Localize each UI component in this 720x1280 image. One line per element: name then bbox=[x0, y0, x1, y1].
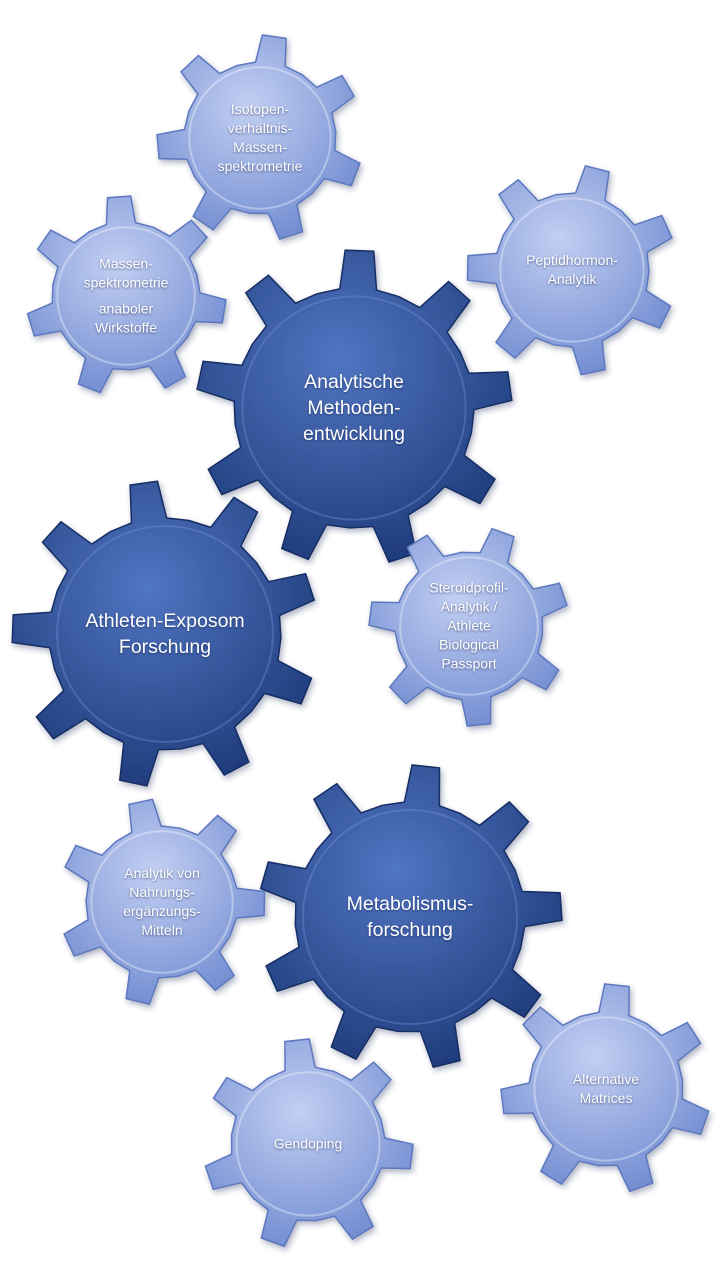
gear-shape-analytische-methodenentwicklung bbox=[196, 249, 513, 564]
gear-bevel-ring bbox=[90, 830, 234, 974]
gear-bevel-ring bbox=[235, 1071, 381, 1217]
gear-shape-athleten-exposom-forschung bbox=[11, 480, 316, 787]
gear-shape-massenspektrometrie-anaboler-wirkstoffe bbox=[26, 195, 227, 394]
gear-shape-metabolismusforschung bbox=[259, 764, 563, 1069]
gear-bevel-ring bbox=[302, 809, 518, 1025]
gear-bevel-ring bbox=[499, 197, 645, 343]
gear-bevel-ring bbox=[56, 525, 274, 743]
gear-shape-steroidprofil-analytik bbox=[368, 527, 568, 727]
gear-shape-analytik-nahrungsergaenzungsmittel bbox=[63, 798, 266, 1006]
gear-shape-gendoping bbox=[204, 1038, 414, 1248]
gear-shape-isotopenverhaeltnis-massenspektrometrie bbox=[156, 34, 361, 241]
gear-bevel-ring bbox=[399, 556, 539, 696]
gear-bevel-ring bbox=[188, 66, 332, 210]
gear-shape-peptidhormon-analytik bbox=[466, 165, 673, 376]
gear-bevel-ring bbox=[533, 1016, 679, 1162]
gear-shape-alternative-matrices bbox=[500, 983, 710, 1193]
gear-bevel-ring bbox=[56, 226, 196, 366]
gear-bevel-ring bbox=[241, 295, 467, 521]
